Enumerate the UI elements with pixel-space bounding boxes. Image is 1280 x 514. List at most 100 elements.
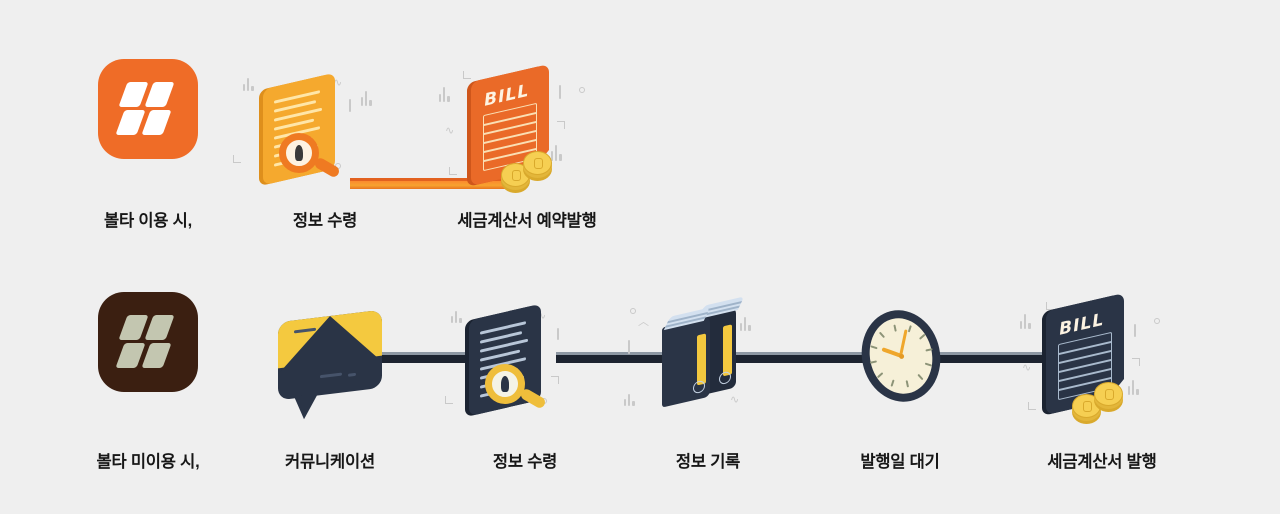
book-front	[662, 307, 711, 408]
coin-icon	[1094, 382, 1123, 406]
decor-caret-icon: ︿	[638, 315, 649, 328]
decor-dash-icon	[349, 99, 351, 112]
coin-icon	[1072, 394, 1101, 418]
decor-corner-icon	[449, 167, 457, 175]
step-label: 정보 수령	[292, 212, 358, 230]
clock-tick	[870, 344, 878, 350]
volta-logo	[115, 81, 176, 137]
clock-tick	[889, 379, 895, 387]
decor-corner-icon	[233, 155, 241, 163]
decor-corner-icon	[1028, 402, 1036, 410]
app-icon-tile	[98, 59, 198, 159]
clock-tick	[924, 362, 932, 368]
decor-dash-icon	[559, 85, 561, 99]
clock-icon	[800, 288, 1000, 428]
volta-logo	[115, 314, 176, 370]
envelope-strip	[320, 372, 342, 379]
clock-minute-hand	[899, 329, 909, 357]
clock-tick	[918, 333, 926, 341]
connector-bar-top-edge	[350, 178, 518, 181]
logo-slab	[115, 343, 146, 368]
decor-dot-icon	[630, 308, 636, 314]
connector-bar-face	[350, 181, 518, 189]
decor-dash-icon	[1134, 324, 1136, 337]
decor-bars-icon	[361, 89, 372, 106]
logo-slab	[141, 110, 172, 135]
connector-bar-top-edge	[930, 352, 1076, 355]
step-label: 볼타 이용 시,	[103, 212, 193, 230]
connector-bar-face	[378, 355, 514, 363]
logo-slab	[118, 315, 149, 340]
decor-corner-icon	[1132, 358, 1140, 366]
step-volta-active: 볼타 이용 시,	[48, 55, 248, 245]
clock-tick	[869, 360, 877, 364]
decor-dash-icon	[628, 340, 630, 354]
step-label: 커뮤니케이션	[285, 453, 375, 471]
decor-squiggle-icon: ∿	[730, 393, 740, 406]
row-without-volta: 볼타 미이용 시, 커뮤니케이션 ∿	[0, 288, 1280, 488]
envelope-strip	[348, 372, 356, 377]
app-icon-tile	[98, 292, 198, 392]
logo-slab	[144, 315, 175, 340]
step-label: 세금계산서 예약발행	[457, 212, 597, 230]
clock-tick	[905, 380, 909, 388]
envelope-message-icon	[230, 288, 430, 428]
magnifier-icon	[485, 364, 548, 410]
row-with-volta: 볼타 이용 시, ∿ ∿	[0, 55, 1280, 245]
connector-bar-1	[378, 352, 514, 363]
decor-dot-icon	[579, 87, 585, 93]
clock-tick	[876, 371, 884, 379]
decor-bars-icon	[740, 314, 751, 331]
decor-dot-icon	[1154, 318, 1160, 324]
connector-bar-face	[556, 355, 696, 363]
step-info-receive-1: ∿ ∿	[225, 55, 425, 245]
clock-tick	[907, 325, 913, 333]
decor-bars-icon	[624, 392, 635, 406]
step-label: 정보 기록	[675, 453, 741, 471]
decor-squiggle-icon: ∿	[445, 124, 455, 137]
book-spine-label	[697, 333, 706, 386]
decor-corner-icon	[463, 71, 471, 79]
decor-squiggle-icon: ∿	[1022, 361, 1032, 374]
connector-bar-4	[930, 352, 1076, 363]
step-wait-issue-date: 발행일 대기	[800, 288, 1000, 478]
step-info-receive-2: ∿ ∿	[425, 288, 625, 478]
volta-app-icon-dark	[48, 288, 248, 428]
envelope-body	[278, 309, 382, 421]
step-label: 정보 수령	[492, 453, 558, 471]
connector-bar-3	[736, 352, 884, 363]
connector-bar-top-edge	[378, 352, 514, 355]
clock-tick	[878, 331, 886, 339]
decor-bars-icon	[1128, 378, 1139, 395]
step-record-info: ︿ ∿ 정보 기록	[608, 288, 808, 478]
step-issue-invoice: ∿ BILL 세금계산서 발행	[1002, 288, 1202, 478]
step-label: 볼타 미이용 시,	[96, 453, 200, 471]
clock-tick	[916, 373, 924, 381]
keyhole-icon	[295, 145, 303, 161]
decor-bars-icon	[451, 308, 462, 323]
clock-tick	[893, 324, 897, 332]
bill-document-with-coins-icon: ∿ BILL	[427, 55, 627, 195]
clock-tick	[925, 348, 933, 352]
decor-bars-icon	[243, 75, 254, 91]
decor-squiggle-icon: ∿	[333, 76, 343, 89]
decor-bars-icon	[1020, 312, 1031, 329]
bill-document-with-coins-icon: ∿ BILL	[1002, 288, 1202, 428]
connector-bar-face	[736, 355, 884, 363]
connector-bar-orange	[350, 178, 518, 189]
envelope-flap	[278, 310, 382, 375]
books-group	[652, 296, 752, 408]
step-label: 세금계산서 발행	[1047, 453, 1157, 471]
connector-bar-face	[930, 355, 1076, 363]
keyhole-icon	[501, 376, 509, 392]
book-pages	[663, 307, 711, 331]
book-spine-label	[723, 324, 732, 377]
binder-books-icon: ︿ ∿	[608, 288, 808, 428]
decor-corner-icon	[551, 376, 559, 384]
logo-slab	[115, 110, 146, 135]
decor-dash-icon	[557, 328, 559, 340]
envelope-tail	[294, 393, 318, 421]
clock-body	[853, 302, 949, 410]
decor-bars-icon	[439, 85, 450, 102]
